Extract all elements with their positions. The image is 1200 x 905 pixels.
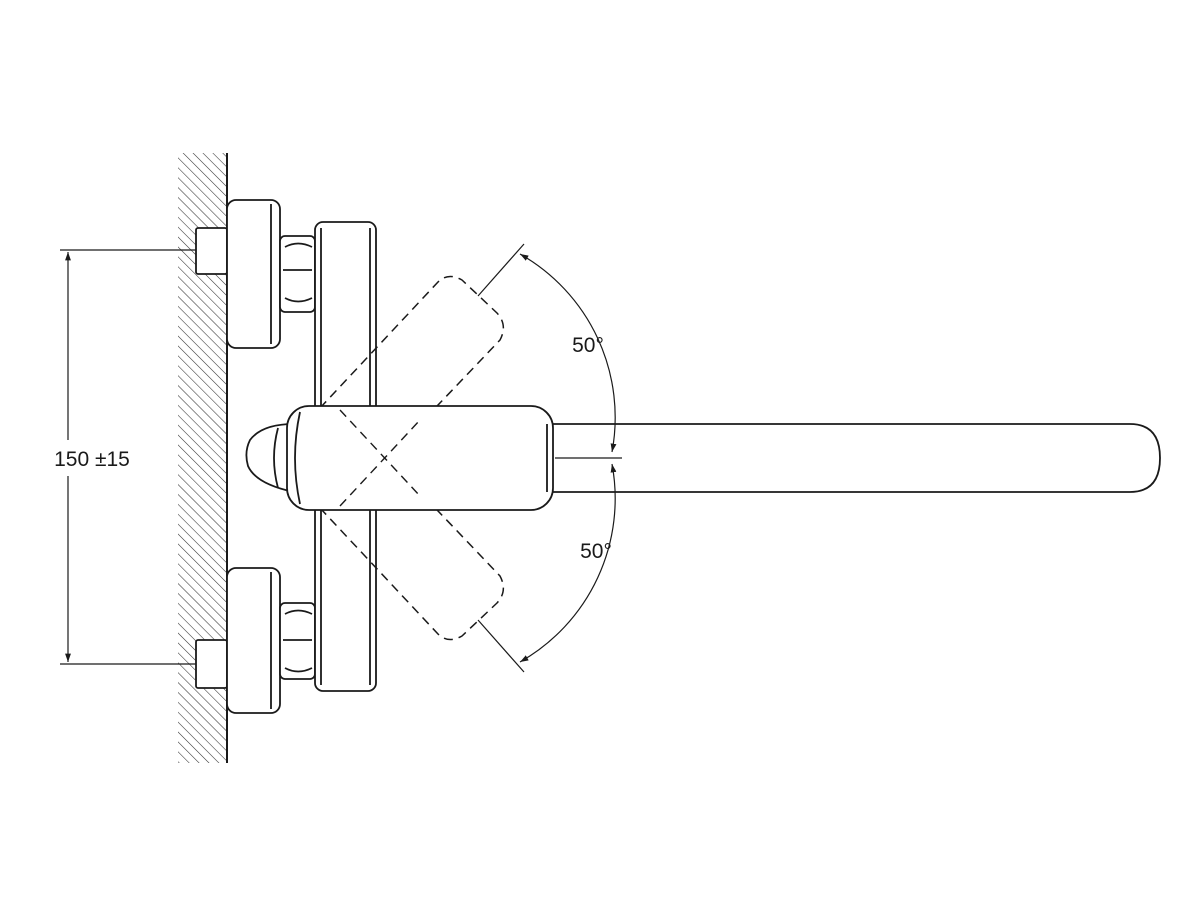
handle-hidden-lines: [339, 409, 421, 507]
lower-angle-extension: [477, 619, 525, 673]
height-dimension: [60, 249, 196, 665]
wall-side-cap: [245, 423, 295, 493]
lower-eccentric-connector: [195, 567, 316, 714]
upper-wall-pipe-stub: [195, 227, 228, 275]
upper-angle-label: 50°: [572, 334, 604, 357]
upper-cover-flange: [226, 199, 281, 349]
lower-nut-chamfer: [284, 609, 313, 673]
lower-angle-label: 50°: [580, 540, 612, 563]
upper-nut-chamfer: [284, 242, 313, 303]
upper-angle-extension: [477, 243, 525, 297]
rotation-angle-arcs: [477, 243, 617, 673]
cap-profile-line: [273, 427, 279, 489]
lower-angle-arc: [519, 463, 617, 663]
mixer-handle: [286, 405, 554, 511]
upper-angle-arc: [519, 253, 617, 453]
handle-outline: [286, 405, 554, 511]
spout: [545, 423, 1161, 493]
handle-base-curve: [294, 411, 301, 505]
lower-wall-pipe-stub: [195, 639, 228, 689]
dimension-label: 150 ±15: [54, 448, 130, 471]
lower-cover-flange: [226, 567, 281, 714]
upper-eccentric-connector: [195, 199, 316, 349]
